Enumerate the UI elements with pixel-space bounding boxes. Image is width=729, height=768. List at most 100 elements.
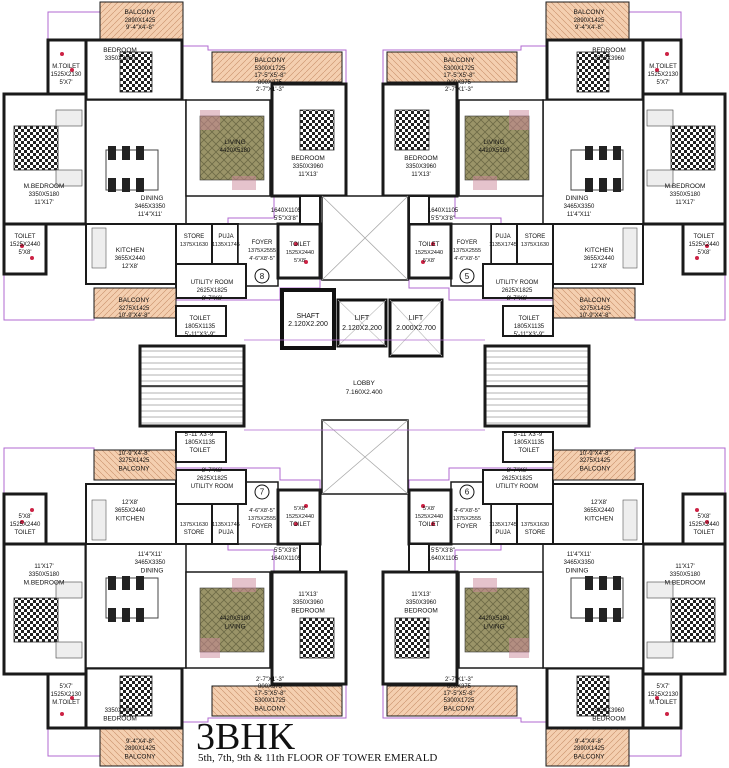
unit-6-store-size-label: 1375X1630	[521, 522, 549, 528]
unit-7-store-size-label: 1375X1630	[180, 522, 208, 528]
unit-7-balc3-label: BALCONY	[254, 706, 286, 713]
unit-6-bedroom-label: BEDROOM	[592, 716, 626, 723]
unit-8-foyer-size-label: 1375X2555	[248, 248, 276, 254]
unit-7-toilet2-ft-label: 5'-11"X3'-9"	[185, 432, 216, 438]
unit-7-toilet-ft-label: 5'X8'	[19, 514, 32, 520]
unit-6-bedroom-size-label: 3350X3960	[594, 708, 625, 714]
unit-8-toilet-label: TOILET	[290, 242, 311, 248]
unit-6-toilet-label: TOILET	[419, 522, 440, 528]
unit-7-kitchen-label: KITCHEN	[116, 516, 145, 523]
unit-5-balc3-b-label: 800X375	[447, 80, 472, 86]
unit-5-toilet-label: TOILET	[694, 234, 715, 240]
unit-8-store-size-label: 1375X1630	[180, 242, 208, 248]
unit-7-bed2-label: BEDROOM	[291, 608, 325, 615]
unit-6-mtoilet-size-label: 1525X2130	[648, 692, 679, 698]
unit-5-store-size-label: 1375X1630	[521, 242, 549, 248]
unit-5-utility-label: UTILITY ROOM	[496, 280, 539, 286]
unit-7-living-size-label: 4420X5180	[220, 616, 251, 622]
unit-6-kitchen-size-label: 3655X2440	[584, 508, 615, 514]
unit-6-puja-label: PUJA	[495, 530, 510, 536]
unit-8-no-label: 8	[260, 272, 265, 281]
unit-8-toilet-size-label: 1525X2440	[286, 250, 314, 256]
unit-5-balc2-ft-label: 10'-9"X4'-8"	[579, 313, 610, 319]
unit-5-mbedroom-size-label: 3350X5180	[670, 192, 701, 198]
unit-7-puja-size-label: 1135X1745	[212, 522, 240, 528]
unit-5-balcony-ft-label: 9'-4"X4'-8"	[575, 25, 603, 31]
unit-5-puja-size-label: 1135X1745	[489, 242, 517, 248]
unit-6-foyer-ft-label: 4'-6"X8'-5"	[454, 508, 480, 514]
unit-8-toilet2-label: TOILET	[190, 316, 211, 322]
unit-7-dining-size-label: 3465X3350	[135, 560, 166, 566]
unit-7-toilet-label: TOILET	[15, 530, 36, 536]
unit-7-mbedroom-ft-label: 11'X17'	[34, 564, 53, 570]
unit-5-toilet-label: TOILET	[419, 242, 440, 248]
unit-7-balc3-ft-label: 17'-5"X5'-8"	[254, 691, 285, 697]
unit-8-balcony-size-label: 2890X1425	[125, 18, 156, 24]
unit-7-utility-ft-label: 8'-7"X6'	[202, 468, 222, 474]
unit-6-balcony-size-label: 2890X1425	[574, 746, 605, 752]
unit-6-foyer-label: FOYER	[457, 524, 478, 530]
unit-5-mbedroom-ft-label: 11'X17'	[675, 200, 694, 206]
unit-7-toilet-size-label: 1525X2440	[286, 514, 314, 520]
unit-7-balc2-size-label: 3275X1425	[119, 458, 150, 464]
unit-8-mtoilet-size-label: 1525X2130	[51, 72, 82, 78]
unit-8-balc3-bft-label: 2'-7"X1'-3"	[256, 87, 284, 93]
unit-8-bed2-size-label: 3350X3960	[293, 164, 324, 170]
unit-8-puja-label: PUJA	[218, 234, 233, 240]
unit-6-balc3-label: BALCONY	[443, 706, 475, 713]
unit-7-balc3-bft-label: 2'-7"X1'-3"	[256, 677, 284, 683]
unit-5-toilet-ft-label: 5'X8'	[698, 250, 711, 256]
unit-6-pas-label: 1640X1105	[428, 556, 459, 562]
unit-7-foyer-label: FOYER	[252, 524, 273, 530]
central-core	[138, 195, 591, 495]
unit-8-bedroom-size-label: 3350X3960	[105, 56, 136, 62]
unit-5-balc3-ft-label: 17'-5"X5'-8"	[443, 73, 474, 79]
unit-8-dining-ft-label: 11'4"X11'	[138, 212, 162, 218]
unit-8-balc3-ft-label: 17'-5"X5'-8"	[254, 73, 285, 79]
unit-6-living-size-label: 4420X5180	[479, 616, 510, 622]
unit-6-mbedroom-size-label: 3350X5180	[670, 572, 701, 578]
unit-7-toilet2-size-label: 1805X1135	[185, 440, 216, 446]
unit-8-foyer-ft-label: 4'-6"X8'-5"	[249, 256, 275, 262]
unit-6-balc2-label: BALCONY	[579, 466, 611, 473]
lift-2-label: LIFT	[409, 315, 424, 322]
unit-6-no-label: 6	[465, 488, 470, 497]
unit-7-mbedroom-label: M.BEDROOM	[24, 580, 65, 587]
unit-8-toilet-size-label: 1525X2440	[10, 242, 41, 248]
unit-7-toilet-ft-label: 5'X8'	[294, 506, 306, 512]
unit-5-dining-label: DINING	[566, 195, 589, 202]
unit-8-store-label: STORE	[184, 234, 205, 240]
unit-6-pas-ft-label: 5'5"X3'8"	[431, 548, 455, 554]
plan-subtitle: 5th, 7th, 9th & 11th FLOOR OF TOWER EMER…	[198, 752, 438, 764]
unit-8-mbedroom-label: M.BEDROOM	[24, 183, 65, 190]
unit-6-mbedroom-ft-label: 11'X17'	[675, 564, 694, 570]
unit-5-toilet-ft-label: 5'X8'	[423, 258, 435, 264]
unit-5-kitchen-size-label: 3655X2440	[584, 256, 615, 262]
unit-5-kitchen-ft-label: 12'X8'	[591, 264, 607, 270]
unit-7-balcony-ft-label: 9'-4"X4'-8"	[126, 739, 154, 745]
unit-7-bedroom-label: BEDROOM	[103, 716, 137, 723]
unit-8-balc2-ft-label: 10'-9"X4'-8"	[118, 313, 149, 319]
unit-5-mtoilet-label: M.TOILET	[649, 64, 677, 70]
unit-8-balc2-size-label: 3275X1425	[119, 306, 150, 312]
unit-8-living-label: LIVING	[224, 139, 245, 146]
unit-8-utility-ft-label: 8'-7"X6'	[202, 296, 222, 302]
unit-8-mtoilet-label: M.TOILET	[52, 64, 80, 70]
unit-6-dining-label: DINING	[566, 568, 589, 575]
unit-6-toilet2-ft-label: 5'-11"X3'-9"	[514, 432, 545, 438]
lobby-label: LOBBY	[353, 380, 375, 387]
unit-5-pas-ft-label: 5'5"X3'8"	[431, 216, 455, 222]
unit-5-living-size-label: 4420X5180	[479, 148, 510, 154]
unit-8-balc3-b-label: 800X375	[258, 80, 283, 86]
unit-7-mtoilet-ft-label: 5'X7'	[60, 684, 73, 690]
unit-5-balc2-label: BALCONY	[579, 297, 611, 304]
unit-7-no-label: 7	[260, 488, 265, 497]
unit-8-balcony-label: BALCONY	[124, 9, 156, 16]
unit-6-mbedroom-label: M.BEDROOM	[665, 580, 706, 587]
unit-7-bedroom-size-label: 3350X3960	[105, 708, 136, 714]
unit-6-utility-label: UTILITY ROOM	[496, 484, 539, 490]
unit-8-dining-size-label: 3465X3350	[135, 204, 166, 210]
unit-5-balc3-size-label: 5300X1725	[444, 66, 475, 72]
unit-5-mtoilet-size-label: 1525X2130	[648, 72, 679, 78]
